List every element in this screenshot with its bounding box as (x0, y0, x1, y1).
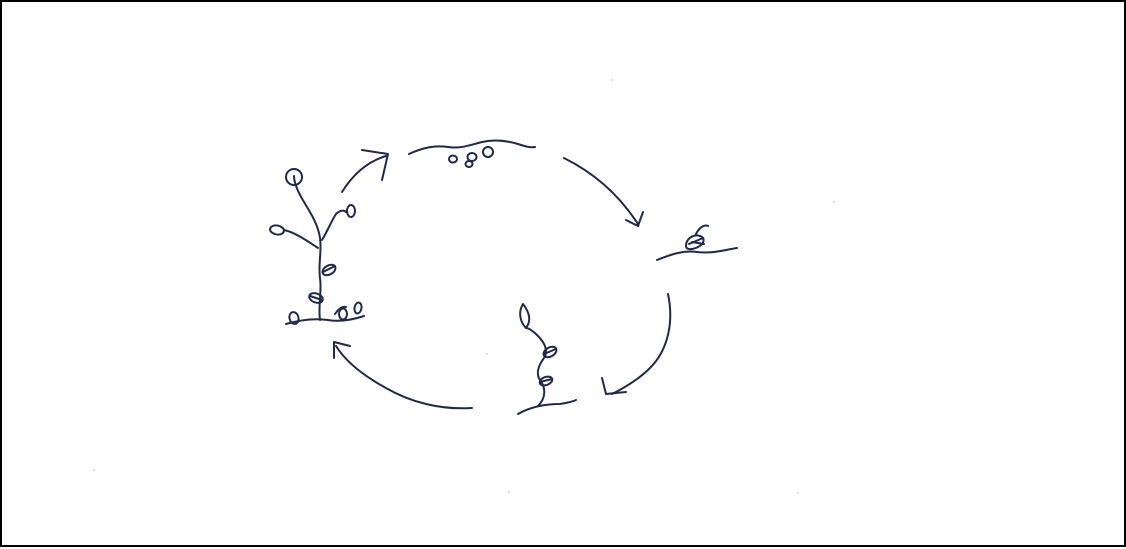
seedling-icon (518, 304, 576, 414)
flowering-plant-icon (269, 169, 364, 325)
seeds-on-ground-icon (409, 141, 535, 167)
arrow-germination-to-seedling (602, 294, 670, 394)
paper-specks (93, 79, 835, 494)
arrow-seedling-to-mature-plant (334, 342, 472, 408)
arrow-mature-plant-to-seeds (342, 150, 388, 192)
arrow-seeds-to-germination (564, 158, 643, 226)
sprouting-seed-icon (657, 225, 737, 260)
